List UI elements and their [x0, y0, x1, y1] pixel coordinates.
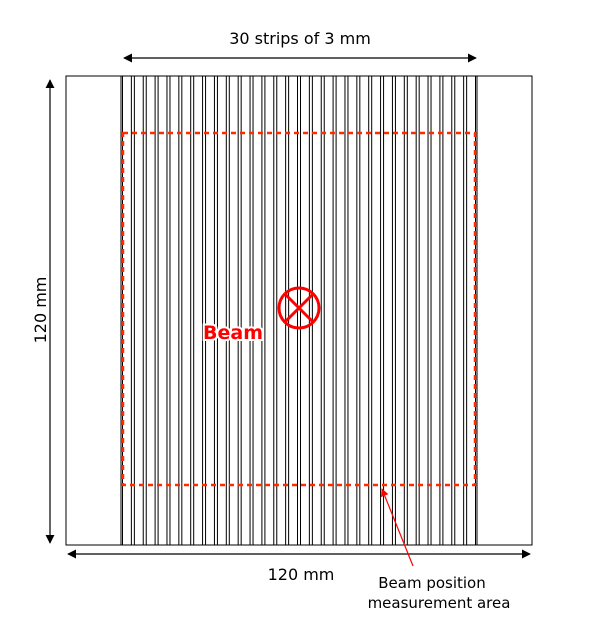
- detector-strip: [193, 75, 204, 546]
- detector-strip: [383, 75, 393, 546]
- detector-strip: [359, 75, 370, 546]
- detector-strip: [466, 75, 477, 546]
- detector-strip: [264, 75, 275, 546]
- detector-strip: [133, 75, 144, 546]
- detector-strip: [252, 75, 263, 546]
- detector-strip: [240, 75, 251, 546]
- detector-strip: [394, 75, 405, 546]
- detector-strip: [442, 75, 453, 546]
- detector-strip: [454, 75, 465, 546]
- strips-label: 30 strips of 3 mm: [229, 29, 371, 48]
- measurement-area-outline: [121, 131, 477, 487]
- area-label-line1: Beam position: [378, 574, 486, 592]
- detector-strip: [311, 75, 322, 546]
- detector-strip: [406, 75, 417, 546]
- detector-strip: [371, 75, 382, 546]
- beam-label: Beam: [203, 322, 263, 344]
- detector-strip: [216, 75, 227, 546]
- detector-strip: [323, 75, 334, 546]
- detector-strip: [157, 75, 168, 546]
- detector-strip: [418, 75, 429, 546]
- detector-strip: [122, 75, 132, 546]
- detector-strip: [205, 75, 215, 546]
- detector-strip: [169, 75, 180, 546]
- strip-group: [122, 75, 477, 546]
- area-pointer-arrow: [380, 488, 414, 567]
- detector-strip: [430, 75, 441, 546]
- detector-strip: [335, 75, 346, 546]
- beam-into-page-icon: [277, 286, 321, 330]
- detector-strip: [347, 75, 358, 546]
- area-label-line2: measurement area: [368, 594, 511, 612]
- height-label: 120 mm: [31, 277, 50, 344]
- detector-strip: [181, 75, 192, 546]
- detector-strip: [276, 75, 287, 546]
- detector-strip: [145, 75, 156, 546]
- width-label: 120 mm: [268, 565, 335, 584]
- detector-strip: [228, 75, 239, 546]
